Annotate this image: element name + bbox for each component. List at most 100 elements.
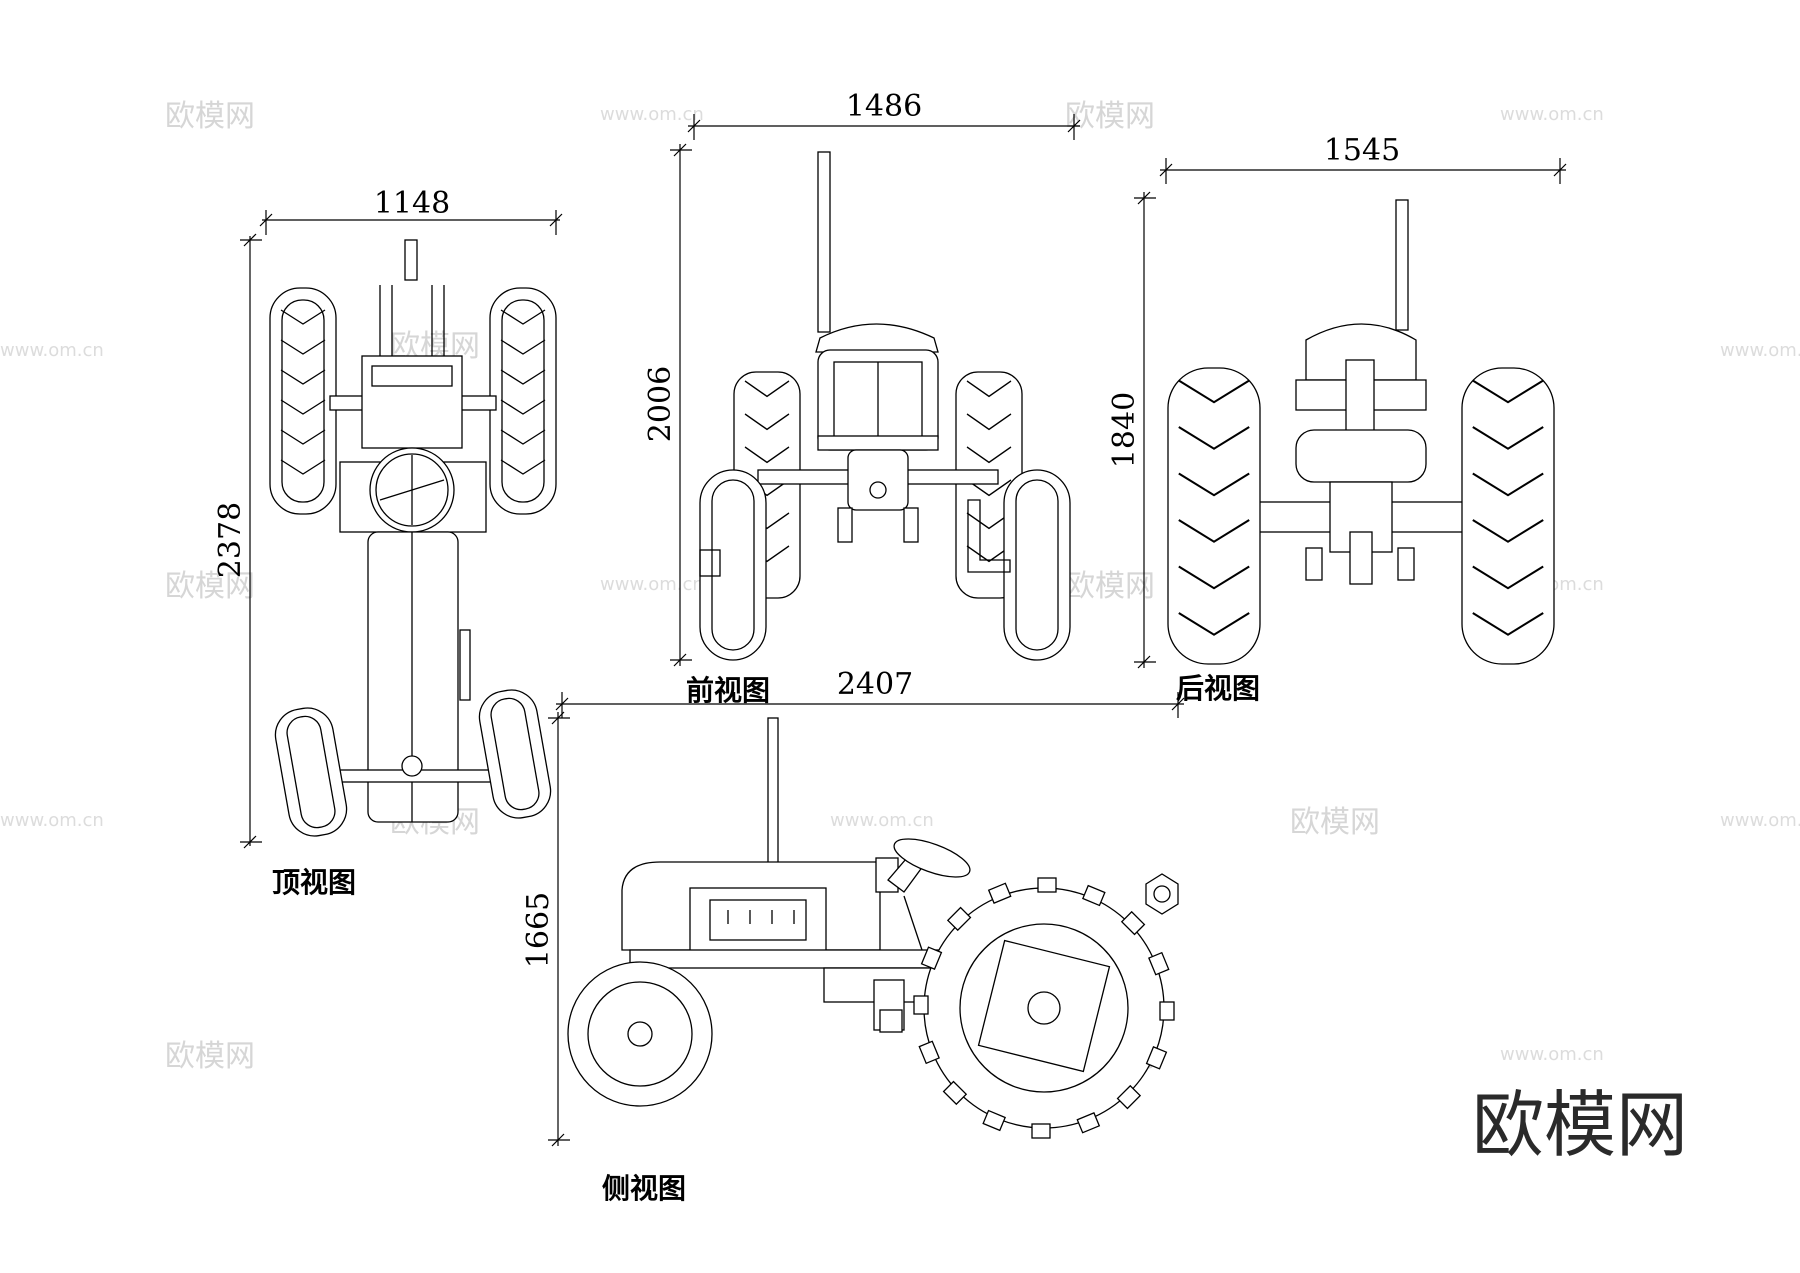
tire-lug [982, 1109, 1007, 1132]
rear-wheel-rim [959, 923, 1129, 1093]
watermark-brand: 欧模网 [1290, 805, 1380, 840]
dim-label-top-width: 1148 [374, 186, 450, 221]
tire-lug [1031, 1123, 1051, 1139]
dim-label-top-length: 2378 [213, 502, 248, 578]
hitch-nut [1145, 873, 1179, 915]
caption-side-view: 侧视图 [602, 1172, 686, 1205]
front-wheel-right-rim [1015, 479, 1059, 651]
watermark-url: www.om.cn [1500, 104, 1604, 125]
watermark-brand: 欧模网 [165, 569, 255, 604]
engine-plugs [727, 910, 795, 924]
tire-lug [1116, 1084, 1142, 1110]
watermark-layer: 欧模网 www.om.cn 欧模网 www.om.cn www.om.cn 欧模… [0, 99, 1800, 1074]
tire-lug [920, 946, 943, 971]
axle-center [847, 449, 909, 511]
dim-tick [555, 697, 569, 711]
tire-lug [946, 906, 972, 932]
fender-box [361, 355, 463, 449]
front-pivot [401, 755, 423, 777]
tire-lug [1076, 1112, 1101, 1134]
dim-tick [1137, 655, 1151, 669]
hitch-link [1305, 547, 1323, 581]
exhaust-stack [1395, 199, 1409, 331]
watermark-url: www.om.cn [830, 810, 934, 831]
tire-lug [1037, 877, 1057, 893]
chassis-rail [629, 949, 941, 969]
dim-label-side-length: 2407 [837, 667, 913, 702]
tire-lugs [913, 877, 1175, 1139]
watermark-url: www.om.cn [1720, 810, 1800, 831]
dim-tick [1137, 191, 1151, 205]
watermark-url: www.om.cn [600, 104, 704, 125]
seat-post [1345, 359, 1375, 441]
exhaust-stack [817, 151, 831, 333]
exhaust-stack [767, 717, 779, 867]
watermark-url: www.om.cn [600, 574, 704, 595]
footstep-plate [879, 1009, 903, 1033]
watermark-url: www.om.cn [1720, 340, 1800, 361]
rear-tire-right [1461, 367, 1555, 665]
pto [1349, 531, 1373, 585]
watermark-logo: 欧模网 [1472, 1083, 1688, 1167]
hitch-link [1397, 547, 1415, 581]
caption-rear-view: 后视图 [1176, 672, 1260, 705]
front-hub [627, 1021, 653, 1047]
fuel-tank [1295, 429, 1427, 483]
hood-rear [1305, 323, 1417, 381]
dim-tick [687, 119, 701, 133]
rear-wheel-right [489, 287, 557, 515]
dim-tick [551, 1133, 565, 1147]
dim-label-rear-height: 1840 [1107, 392, 1142, 468]
tire-lug [987, 882, 1012, 904]
dim-tick [1171, 697, 1185, 711]
top-view: 1148 2378 [213, 186, 563, 899]
tire-lug [1081, 884, 1106, 907]
rear-wheel-plate [977, 939, 1111, 1073]
caption-top-view: 顶视图 [272, 866, 356, 899]
engine-detail [709, 899, 807, 941]
watermark-brand: 欧模网 [1065, 99, 1155, 134]
dim-label-front-width: 1486 [846, 89, 922, 124]
pto-shaft [404, 239, 418, 281]
steering-wheel-inner [375, 453, 449, 527]
front-view: 1486 2006 前视图 [643, 89, 1081, 707]
front-wheel-left [699, 469, 767, 661]
watermark-brand: 欧模网 [165, 99, 255, 134]
axle-bolt [869, 481, 887, 499]
watermark-url: www.om.cn [1500, 1044, 1604, 1065]
tire-lug [918, 1040, 940, 1065]
dim-label-rear-width: 1545 [1324, 133, 1400, 168]
dim-tick [673, 143, 687, 157]
dim-tick [243, 835, 257, 849]
front-wheel-right [1003, 469, 1071, 661]
dim-tick [259, 213, 273, 227]
tire-lug [913, 995, 929, 1015]
hood-body [367, 531, 459, 823]
steering-arm [967, 499, 1011, 573]
rear-tire-left [1167, 367, 1261, 665]
hitch-hole [1153, 885, 1171, 903]
tire-lug [942, 1080, 968, 1106]
dim-tick [1553, 163, 1567, 177]
fender-box-top [371, 365, 453, 387]
tire-lug [1120, 910, 1146, 936]
front-wheel-left-inner [286, 715, 336, 829]
steering-wheel [893, 838, 971, 878]
side-view: 2407 1665 [521, 667, 1185, 1205]
front-wheel-rim [587, 981, 693, 1087]
dim-tick [673, 653, 687, 667]
tire-lug [1159, 1001, 1175, 1021]
front-wheel-left-rim [711, 479, 755, 651]
rear-view: 1545 1840 后视图 [1107, 133, 1567, 705]
front-wheel-right [478, 689, 552, 819]
dim-tick [551, 711, 565, 725]
steering-spoke [379, 479, 445, 501]
dim-tick [549, 213, 563, 227]
caption-front-view: 前视图 [686, 674, 770, 707]
drop-arm [903, 507, 919, 543]
engine-side-panel [459, 629, 471, 701]
rear-wheel-left [269, 287, 337, 515]
hub-left [699, 549, 721, 577]
dim-label-front-height: 2006 [643, 366, 678, 442]
